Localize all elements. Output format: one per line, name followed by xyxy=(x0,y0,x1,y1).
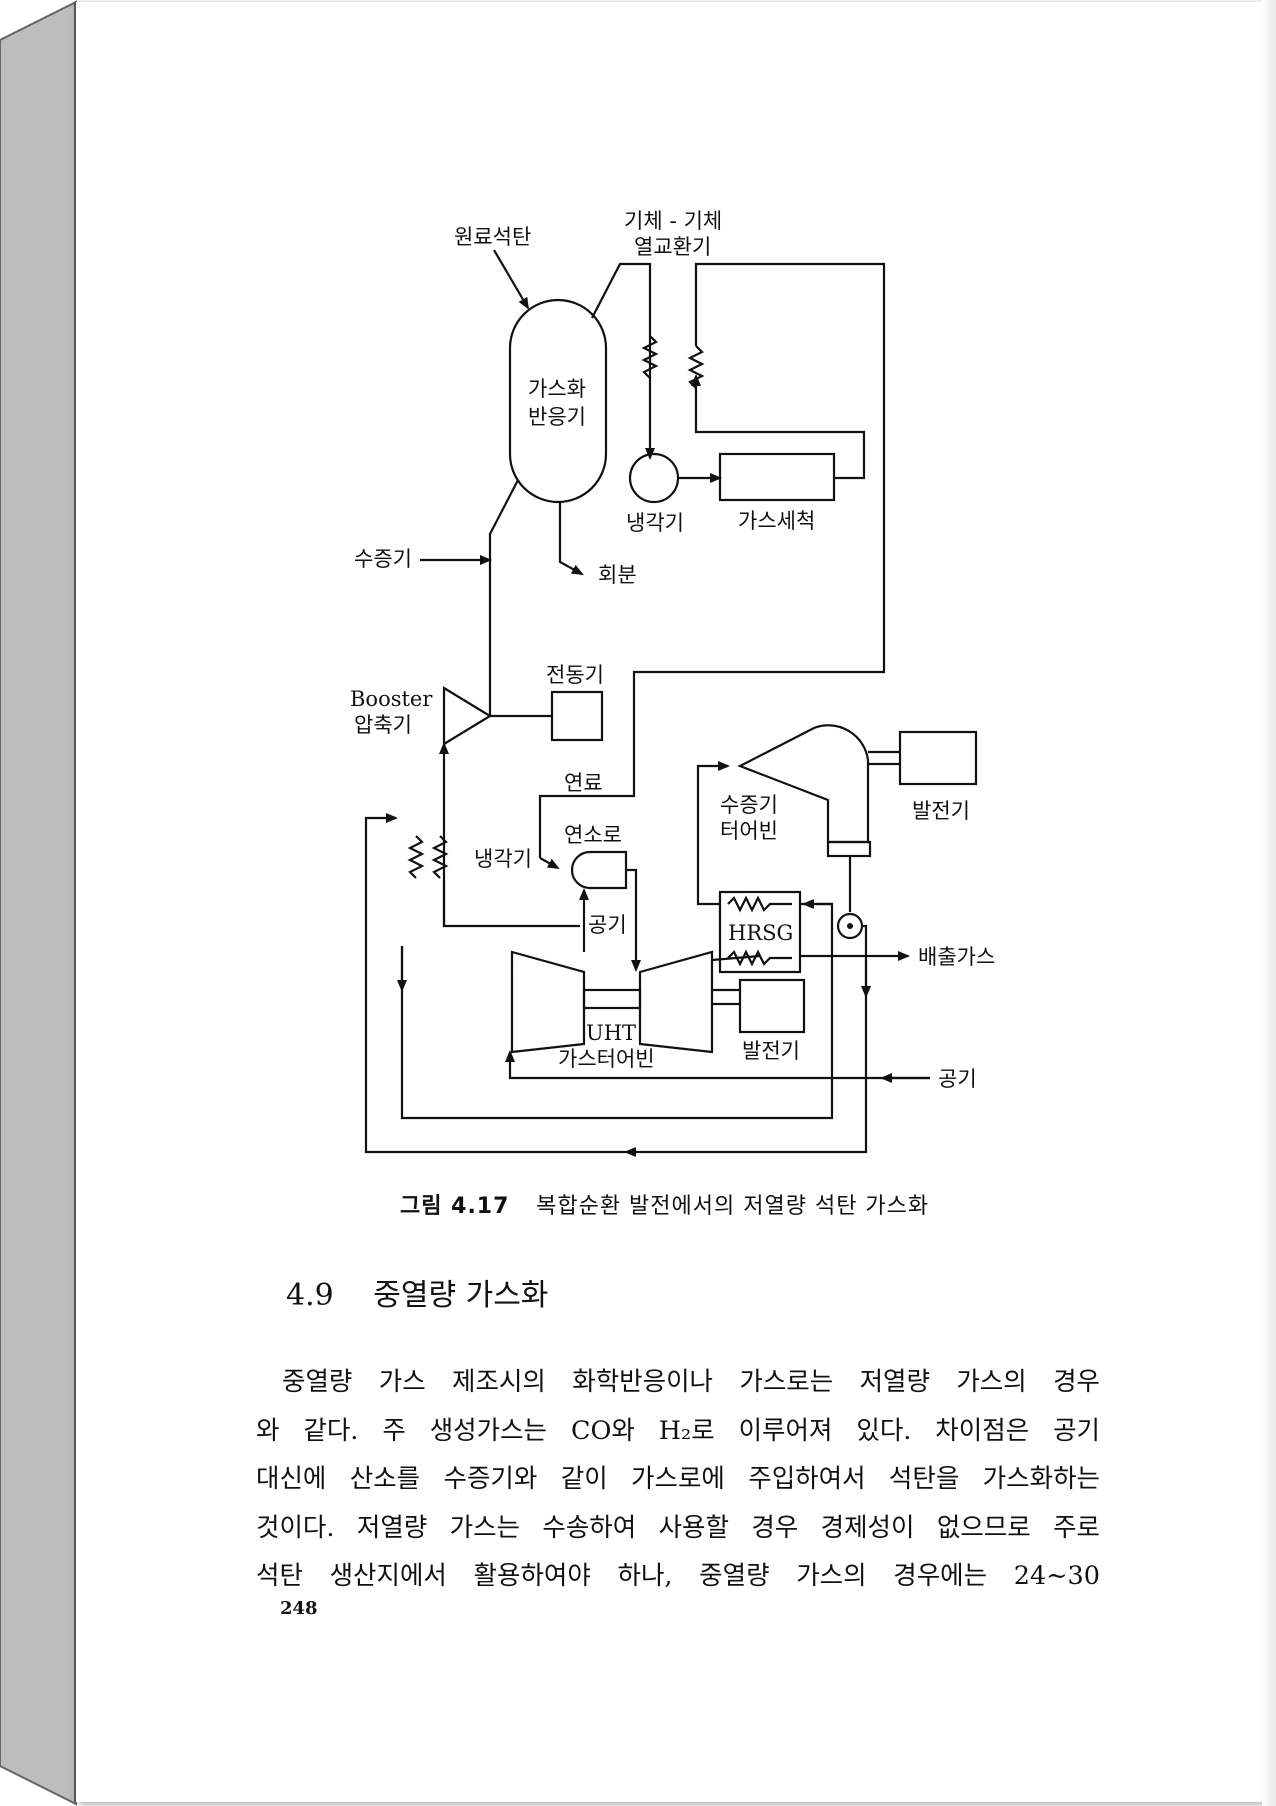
feedwater-return-2 xyxy=(364,813,626,1154)
section-title: 중열량 가스화 xyxy=(373,1278,549,1313)
hrsg-coil-bottom xyxy=(727,949,792,967)
hx-coil-left xyxy=(641,335,659,379)
label-exhaust: 배출가스 xyxy=(918,945,995,969)
label-gasifier-1: 가스화 xyxy=(528,377,586,401)
generator-bottom-box xyxy=(738,978,806,1034)
label-gasifier-2: 반응기 xyxy=(528,405,586,429)
label-steam-turbine-1: 수증기 xyxy=(720,793,778,817)
gt-compressor xyxy=(510,950,586,1054)
hrsg-coil-top xyxy=(727,895,792,913)
combustor-to-turbine xyxy=(626,868,641,972)
label-uht: UHT xyxy=(586,1021,636,1045)
label-gas-cleaning: 가스세척 xyxy=(738,509,815,533)
label-booster-1: Booster xyxy=(350,687,433,711)
page-edge-shadow xyxy=(1262,0,1276,1806)
label-cooler-left: 냉각기 xyxy=(474,847,532,871)
figure-number: 그림 4.17 xyxy=(400,1194,510,1219)
figure-title: 복합순환 발전에서의 저열량 석탄 가스화 xyxy=(536,1194,930,1219)
section-number: 4.9 xyxy=(286,1278,334,1313)
book-page xyxy=(74,2,1264,1802)
label-gas-turbine: 가스터어빈 xyxy=(558,1047,655,1071)
label-cooler-top: 냉각기 xyxy=(626,511,684,535)
gt-air-line xyxy=(505,1050,930,1080)
body-line: 석탄 생산지에서 활용하여야 하나, 중열량 가스의 경우에는 24∼30 xyxy=(256,1561,1100,1591)
label-hrsg: HRSG xyxy=(728,921,793,945)
gasifier-vessel xyxy=(508,298,608,504)
steam-turbine xyxy=(737,724,870,844)
steam-turbine-base xyxy=(826,840,872,858)
label-steam: 수증기 xyxy=(354,547,412,571)
steam-loop-up xyxy=(696,761,730,906)
body-line: 대신에 산소를 수증기와 같이 가스로에 주입하여서 석탄을 가스화하는 xyxy=(256,1464,1100,1494)
label-generator-bottom: 발전기 xyxy=(742,1039,800,1063)
book-spine xyxy=(0,0,77,1806)
gt-shaft xyxy=(582,988,642,1010)
cooler-top-circle xyxy=(628,452,680,504)
body-line: 중열량 가스 제조시의 화학반응이나 가스로는 저열량 가스의 경우 xyxy=(282,1367,1100,1397)
label-steam-turbine-2: 터어빈 xyxy=(720,819,778,843)
raw-gas-line xyxy=(591,262,655,460)
label-air-mid: 공기 xyxy=(588,913,627,937)
label-fuel: 연료 xyxy=(564,771,603,795)
booster-compressor xyxy=(442,686,493,746)
label-ash: 회분 xyxy=(598,563,637,587)
gt-turbine xyxy=(638,950,714,1054)
gas-cleaning-box xyxy=(718,452,836,502)
generator-top-box xyxy=(898,730,978,786)
motor-box xyxy=(550,690,604,742)
condensate-pump-dot xyxy=(847,923,853,929)
label-air-bottom: 공기 xyxy=(938,1067,977,1091)
raw-coal-arrow xyxy=(493,249,530,310)
body-line: 것이다. 저열량 가스는 수송하여 사용할 경우 경제성이 없으므로 주로 xyxy=(256,1512,1100,1543)
body-line: 와 같다. 주 생성가스는 CO와 H₂로 이루어져 있다. 차이점은 공기 xyxy=(256,1415,1100,1446)
label-generator-top: 발전기 xyxy=(912,799,970,823)
cooler-left-coil-a xyxy=(431,835,449,879)
label-raw-coal: 원료석탄 xyxy=(454,225,531,249)
label-hx-2: 열교환기 xyxy=(634,235,711,259)
label-motor: 전동기 xyxy=(546,663,604,687)
combustor-fuel xyxy=(539,857,560,869)
combustor xyxy=(570,850,628,890)
hx-coil-right xyxy=(687,345,705,389)
hrsg-box xyxy=(718,890,802,974)
cooler-left-line xyxy=(442,880,580,928)
ash-line xyxy=(558,502,584,575)
label-hx-1: 기체 - 기체 xyxy=(624,209,722,233)
section-heading: 4.9 중열량 가스화 xyxy=(286,1270,548,1314)
page-number: 248 xyxy=(280,1598,318,1619)
feedwater-return xyxy=(624,924,868,1157)
body-paragraph: 중열량 가스 제조시의 화학반응이나 가스로는 저열량 가스의 경우 와 같다.… xyxy=(256,1358,1100,1601)
cooler-left-coil-b xyxy=(407,835,425,879)
label-combustor: 연소로 xyxy=(564,823,622,847)
hx-to-fuel-line xyxy=(538,262,886,858)
figure-caption: 그림 4.17 복합순환 발전에서의 저열량 석탄 가스화 xyxy=(400,1188,929,1220)
feed-line xyxy=(488,479,519,716)
label-booster-2: 압축기 xyxy=(354,713,412,737)
clean-gas-return xyxy=(691,374,866,480)
